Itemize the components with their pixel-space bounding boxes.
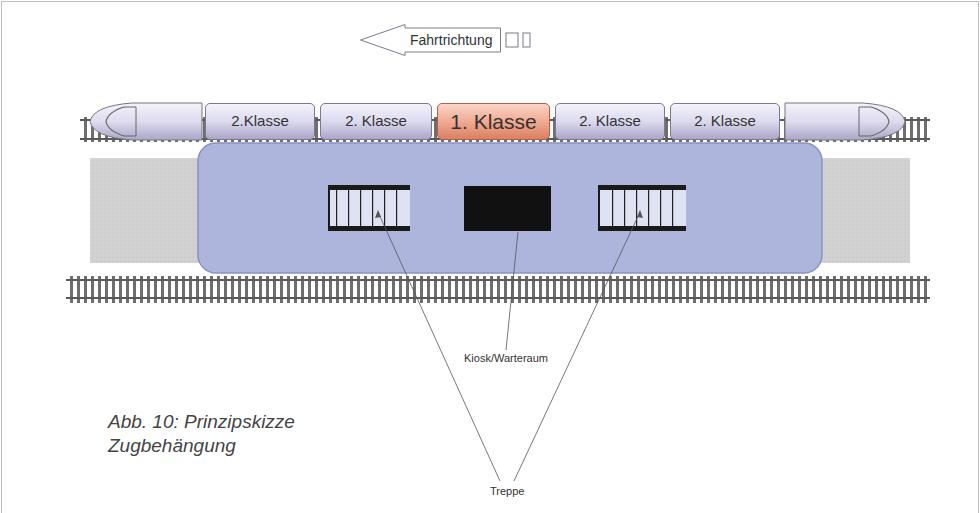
- leader-line: [378, 212, 640, 481]
- class-label: 2. Klasse: [694, 113, 756, 130]
- kiosk: [464, 186, 551, 231]
- decor-extra: [506, 33, 530, 47]
- locomotive: [90, 103, 202, 140]
- class-label: 2.Klasse: [231, 113, 289, 130]
- direction-label: Fahrtrichtung: [360, 29, 492, 51]
- train-car: 2. Klasse: [320, 103, 432, 140]
- leader-arrowhead: [375, 210, 643, 218]
- stairs: [598, 185, 686, 231]
- train-car: 2. Klasse: [670, 103, 780, 140]
- platform: [198, 143, 822, 273]
- lower-track: [66, 276, 930, 303]
- tail-square: [506, 33, 518, 47]
- train-car: 2. Klasse: [555, 103, 665, 140]
- stairs: [328, 185, 410, 231]
- class-label: 1. Klasse: [450, 110, 536, 133]
- locomotive: [785, 103, 905, 140]
- figure-caption: Abb. 10: Prinzipskizze Zugbehängung: [108, 410, 323, 458]
- class-label: 2. Klasse: [579, 113, 641, 130]
- direction-arrow: Fahrtrichtung: [360, 24, 501, 56]
- tail-square: [523, 33, 530, 47]
- stairs-label: Treppe: [490, 485, 524, 498]
- train-car: 2.Klasse: [205, 103, 315, 140]
- train-car: 1. Klasse: [437, 103, 550, 140]
- class-label: 2. Klasse: [345, 113, 407, 130]
- kiosk-label: Kiosk/Warteraum: [464, 352, 548, 365]
